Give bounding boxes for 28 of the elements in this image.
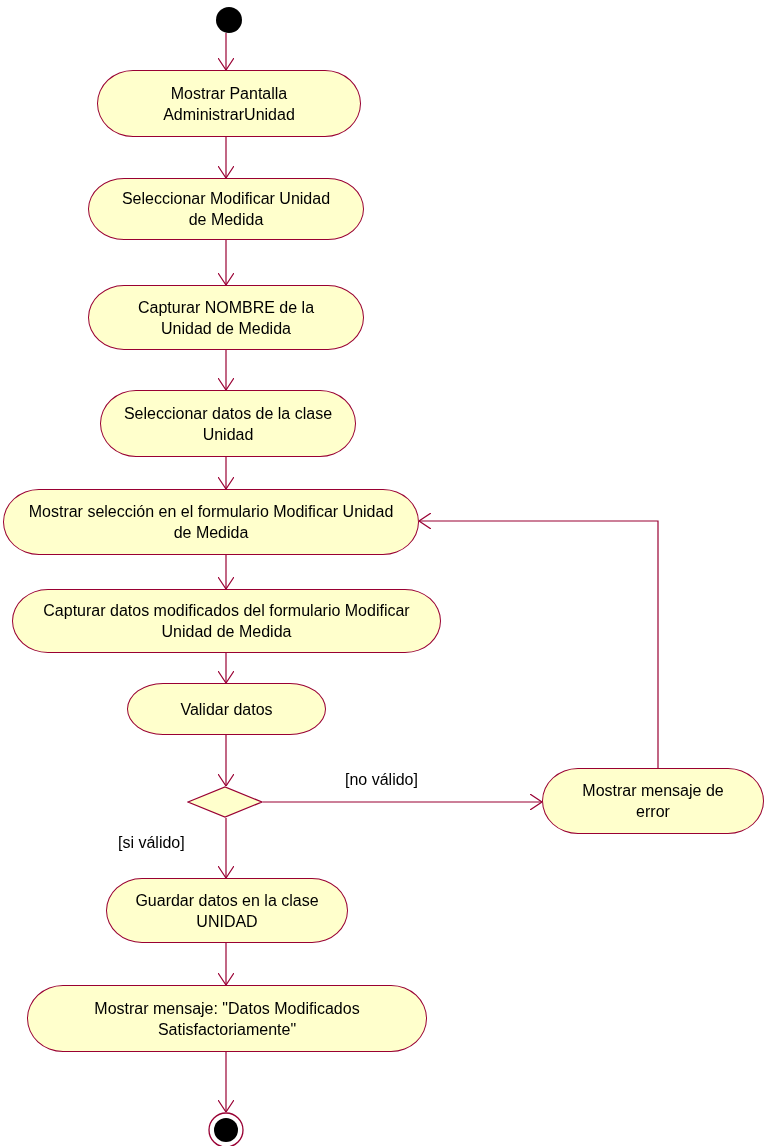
activity-label: Validar datos — [180, 699, 273, 720]
edge-label: [no válido] — [343, 770, 420, 790]
arrow — [217, 349, 235, 391]
arrow — [217, 456, 235, 490]
arrow — [217, 554, 235, 590]
arrow — [217, 1051, 235, 1113]
activity-label: Mostrar mensaje de error — [581, 781, 725, 822]
end-node — [208, 1112, 244, 1146]
activity-label: Capturar datos modificados del formulario Modificar Unidad de Medida — [42, 601, 411, 642]
arrow — [217, 942, 235, 986]
activity-label: Seleccionar datos de la clase Unidad — [123, 403, 333, 445]
arrow — [217, 734, 235, 787]
activity-label: Seleccionar Modificar Unidad de Medida — [120, 189, 332, 230]
arrow — [217, 652, 235, 684]
activity-label: Mostrar Pantalla AdministrarUnidad — [162, 83, 296, 125]
arrow — [217, 817, 235, 879]
edge-label: [si válido] — [116, 833, 187, 853]
arrow — [217, 32, 235, 71]
activity-label: Guardar datos en la clase UNIDAD — [134, 890, 320, 932]
activity-label: Mostrar mensaje: "Datos Modificados Satisfactoriamente" — [93, 998, 361, 1040]
start-node — [216, 7, 242, 33]
decision-diamond — [187, 786, 263, 818]
arrow — [262, 793, 543, 811]
arrow — [217, 239, 235, 286]
activity-label: Mostrar selección en el formulario Modificar Unidad de Medida — [27, 502, 395, 543]
arrow — [217, 136, 235, 179]
activity-label: Capturar NOMBRE de la Unidad de Medida — [136, 297, 316, 339]
arrow — [418, 512, 659, 769]
